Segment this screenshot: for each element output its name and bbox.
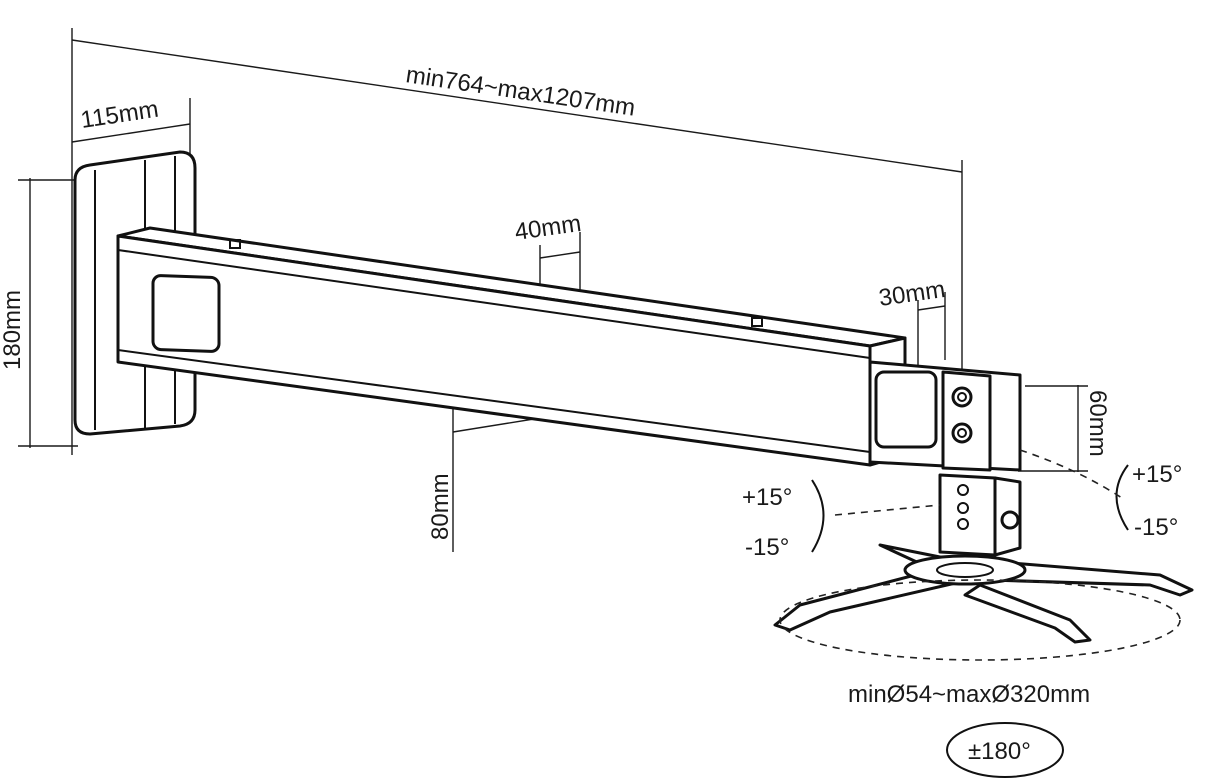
inner-tube [868, 360, 1022, 472]
tilt-knob-icon [1000, 510, 1020, 530]
tilt-left-minus-label: -15° [745, 534, 789, 561]
mount-range-ellipse [779, 579, 1181, 661]
arm-window [151, 274, 221, 353]
arm-pin [751, 317, 763, 327]
tilt-right-minus-label: -15° [1134, 514, 1178, 541]
spider-leg [963, 583, 1092, 644]
rotation-plate [903, 554, 1027, 586]
tilt-arc-left [811, 479, 825, 553]
arm-height-label: 80mm [427, 473, 454, 540]
inner-step-label: 30mm [877, 276, 947, 312]
dimension-lines [18, 28, 1088, 552]
tilt-left-plus-label: +15° [742, 484, 792, 511]
inner-window [874, 370, 938, 449]
tilt-right-plus-label: +15° [1132, 461, 1182, 488]
outer-arm [116, 226, 907, 467]
plate-height-label: 180mm [0, 290, 26, 370]
arm-step-label: 40mm [513, 210, 583, 246]
rotation-label: ±180° [968, 738, 1031, 765]
tilt-indicators [811, 449, 1129, 778]
plate-width-label: 115mm [79, 96, 160, 134]
mount-diameter-label: minØ54~maxØ320mm [848, 681, 1090, 708]
arm-pin [229, 239, 241, 249]
inner-height-label: 60mm [1084, 390, 1111, 457]
projector-bracket [773, 473, 1194, 661]
total-length-label: min764~max1207mm [404, 61, 637, 122]
rotation-ellipse [946, 722, 1064, 778]
bolt-icon [951, 386, 973, 408]
bolt-icon [951, 422, 973, 444]
tilt-arc-right [1115, 464, 1129, 531]
